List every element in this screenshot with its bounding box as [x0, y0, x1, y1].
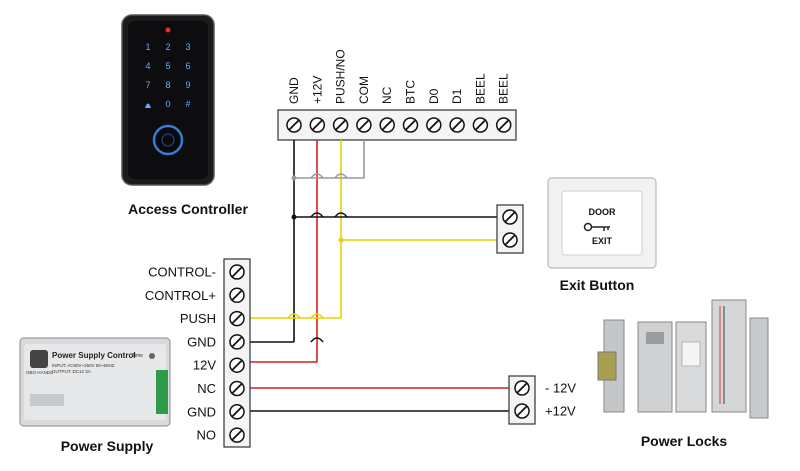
top-terminal-screw [332, 117, 349, 133]
top-terminal-screw [449, 117, 465, 133]
psu-input: INPUT: AC90V~260V 50~60HZ [52, 363, 115, 368]
power-locks-device [597, 299, 769, 419]
lock-terminal-label: - 12V [545, 381, 576, 396]
power-locks-caption: Power Locks [641, 433, 728, 449]
psu-terminal-screw [229, 357, 245, 373]
exit-exit-text: EXIT [592, 236, 613, 246]
psu-terminal-screw [229, 334, 245, 350]
keypad-key: 8 [165, 80, 170, 90]
top-terminal-screw [356, 117, 372, 133]
psu-terminal-label: GND [187, 404, 216, 419]
keypad-key: 1 [145, 42, 150, 52]
top-terminal-screw [286, 117, 302, 133]
psu-terminal-screw [229, 310, 245, 327]
com-wire [294, 140, 365, 179]
psu-terminal-screw [229, 287, 245, 304]
top-terminal-label: BEEL [473, 73, 487, 104]
psu-terminal-label: CONTROL- [148, 265, 216, 280]
psu-terminal-screw [229, 427, 245, 443]
exit-door-text: DOOR [589, 207, 617, 217]
lock-terminal-screw [514, 403, 530, 419]
psu-terminal-label: 12V [193, 358, 216, 373]
psu-terminal-strip: CONTROL- CONTROL+ PUSH GND 12V NC GND NO [145, 258, 251, 448]
top-terminal-label: NC [380, 86, 394, 104]
top-terminal-label: BEEL [497, 73, 511, 104]
exit-terminal-screw [502, 232, 518, 248]
psu-terminal-label: PUSH [180, 311, 216, 326]
controller-wires [250, 140, 520, 412]
psu-terminal-label: NC [197, 381, 216, 396]
psu-terminal-screw [229, 404, 245, 420]
psu-terminal-label: NO [197, 428, 217, 443]
access-controller-caption: Access Controller [128, 201, 248, 217]
psu-push-wire [250, 240, 342, 319]
psu-output: OUTPUT: DC12 3A [52, 369, 91, 374]
top-terminal-screw [402, 117, 419, 133]
keypad-key: 2 [165, 42, 170, 52]
brand-logo-icon [30, 350, 48, 368]
psu-time-label: Time [132, 353, 143, 359]
time-knob-icon [149, 353, 155, 359]
keypad-key: 3 [185, 42, 190, 52]
top-terminal-label: BTC [404, 80, 418, 104]
psu-terminal-screw [229, 380, 245, 397]
top-terminal-strip: GND +12V PUSH/NO COM NC BTC D0 D1 BEEL BEEL [277, 49, 517, 141]
exit-terminal-screw [502, 209, 518, 225]
lock-terminal-label: +12V [545, 404, 576, 419]
keypad-key: 4 [145, 61, 150, 71]
psu-brand: OBO HANDS [26, 370, 53, 375]
exit-button-device: DOOR EXIT [547, 177, 657, 269]
key-icon [583, 222, 610, 232]
keypad-key: 6 [185, 61, 190, 71]
top-terminal-label: PUSH/NO [334, 49, 348, 104]
top-terminal-screw [472, 117, 489, 133]
top-terminal-label: GND [287, 77, 301, 104]
top-terminal-screw [309, 117, 326, 133]
top-terminal-label: +12V [310, 76, 324, 104]
power-supply-caption: Power Supply [61, 438, 154, 454]
top-terminal-label: D0 [427, 88, 441, 104]
bell-icon [145, 103, 151, 108]
keypad-key: 9 [185, 80, 190, 90]
exit-button-caption: Exit Button [560, 277, 635, 293]
exit-button-terminal [496, 204, 524, 254]
keypad-key: # [185, 99, 190, 109]
psu-terminal-label: CONTROL+ [145, 288, 216, 303]
keypad-key: 7 [145, 80, 150, 90]
fingerprint-icon [152, 124, 184, 156]
power-supply-device: Power Supply Control INPUT: AC90V~260V 5… [19, 337, 171, 427]
top-terminal-label: D1 [450, 88, 464, 104]
keypad-key: 5 [165, 61, 170, 71]
top-terminal-screw [379, 117, 395, 133]
psu-terminal-label: GND [187, 334, 216, 349]
access-controller-device: 1 2 3 4 5 6 7 8 9 0 # [121, 14, 215, 186]
psu-title: Power Supply Control [52, 351, 136, 360]
psu-terminal-screw [229, 264, 245, 280]
wire-hops [287, 173, 348, 343]
top-terminal-screw [426, 117, 442, 133]
top-terminal-screw [495, 117, 512, 133]
psu-terminal-block [156, 370, 168, 414]
keypad-key: 0 [165, 99, 170, 109]
top-terminal-label: COM [357, 76, 371, 104]
lock-terminal-screw [514, 380, 530, 396]
lock-terminal: - 12V +12V [508, 375, 576, 425]
